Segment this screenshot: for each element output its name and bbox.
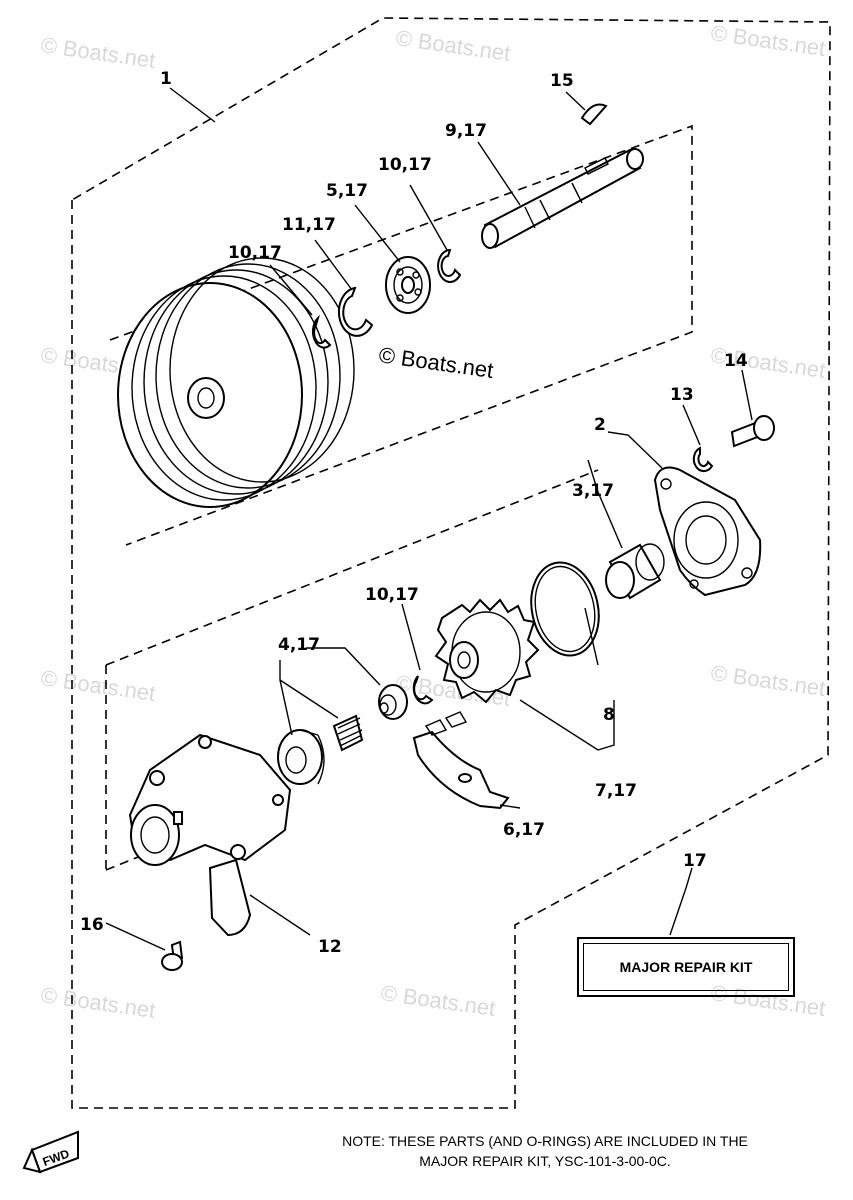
- circlip-upper: [437, 248, 462, 283]
- label-part-15: 15: [550, 71, 574, 91]
- label-part-9: 9,17: [445, 121, 487, 141]
- note-line-1: NOTE: THESE PARTS (AND O-RINGS) ARE INCL…: [342, 1133, 748, 1149]
- kit-note: NOTE: THESE PARTS (AND O-RINGS) ARE INCL…: [255, 1131, 835, 1171]
- circlip-lower: [311, 314, 332, 349]
- pulley: [117, 257, 355, 508]
- impeller: [434, 598, 540, 704]
- woodruff-key: [580, 103, 608, 126]
- label-part-10-impeller: 10,17: [365, 585, 419, 605]
- label-part-6: 6,17: [503, 820, 545, 840]
- label-part-1: 1: [160, 69, 172, 89]
- fwd-arrow-icon: FWD: [22, 1130, 79, 1174]
- o-ring-inner: [534, 565, 596, 653]
- major-repair-kit-label: MAJOR REPAIR KIT: [583, 943, 789, 991]
- label-part-10-lower: 10,17: [228, 243, 282, 263]
- watermark: © Boats.net: [709, 660, 827, 701]
- pump-cover: [653, 466, 762, 597]
- cam-liner: [412, 711, 510, 810]
- watermark: © Boats.net: [39, 665, 157, 706]
- assembly-boundary: [71, 17, 831, 1109]
- label-part-17: 17: [683, 851, 707, 871]
- watermark: © Boats.net: [709, 20, 827, 61]
- label-part-3: 3,17: [572, 481, 614, 501]
- label-part-5: 5,17: [326, 181, 368, 201]
- o-ring: [530, 561, 600, 657]
- label-part-12: 12: [318, 937, 342, 957]
- watermark: © Boats.net: [379, 980, 497, 1021]
- major-repair-kit-box: MAJOR REPAIR KIT: [577, 937, 795, 997]
- shaft-group-boundary: [109, 124, 693, 546]
- watermark: © Boats.net: [39, 982, 157, 1023]
- watermark: © Boats.net: [39, 32, 157, 73]
- label-part-4: 4,17: [278, 635, 320, 655]
- label-part-2: 2: [594, 415, 606, 435]
- label-part-7: 7,17: [595, 781, 637, 801]
- sleeve-bushing: [605, 543, 665, 600]
- snap-ring: [337, 286, 374, 337]
- ball-bearing: [385, 256, 431, 314]
- watermark: © Boats.net: [394, 25, 512, 66]
- label-part-10-upper: 10,17: [378, 155, 432, 175]
- lock-washer: [692, 446, 714, 473]
- leader-lines: [105, 87, 753, 951]
- watermark-center: © Boats.net: [377, 342, 495, 383]
- bolt: [730, 415, 775, 448]
- label-part-11: 11,17: [282, 215, 336, 235]
- pump-shaft: [481, 148, 644, 249]
- label-part-8: 8: [603, 705, 615, 725]
- note-line-2: MAJOR REPAIR KIT, YSC-101-3-00-0C.: [419, 1153, 671, 1169]
- label-part-16: 16: [80, 915, 104, 935]
- pump-housing: [128, 733, 292, 937]
- mechanical-seal: [277, 684, 408, 785]
- drain-plug: [161, 940, 184, 971]
- label-part-13: 13: [670, 385, 694, 405]
- label-part-14: 14: [724, 351, 748, 371]
- circlip-impeller: [412, 675, 434, 705]
